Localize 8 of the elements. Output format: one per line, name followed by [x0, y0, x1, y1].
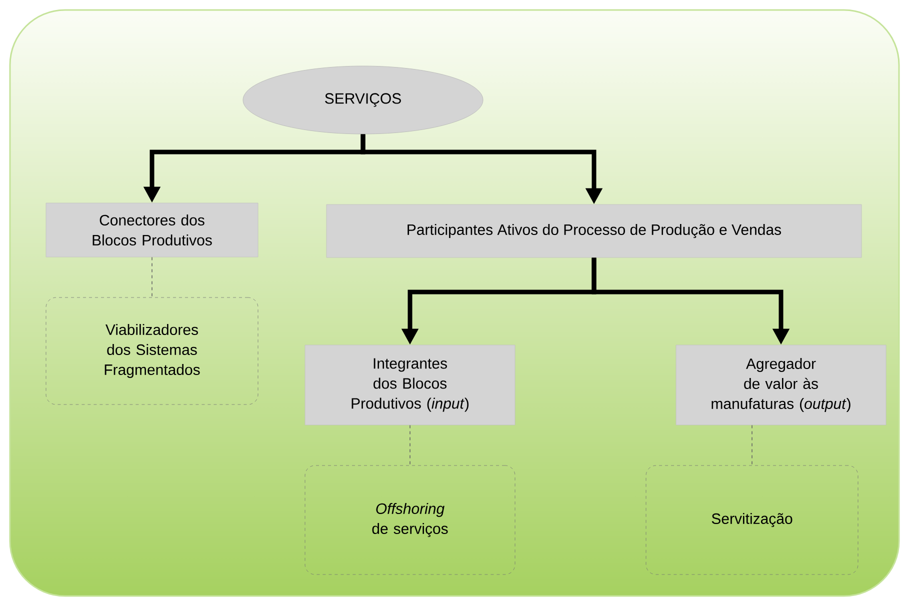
process-box: Conectores dos Blocos Produtivos: [46, 202, 258, 258]
process-box: Agregador de valor às manufaturas (output): [676, 344, 886, 426]
ellipse-node: SERVIÇOS: [242, 66, 484, 134]
dashed-box: Offshoring de serviços: [304, 465, 516, 575]
process-box: Participantes Ativos do Processo de Produção e Vendas: [326, 204, 862, 258]
dashed-box: Viabilizadores dos Sistemas Fragmentados: [46, 297, 258, 405]
dashed-box: Servitização: [646, 465, 858, 575]
process-box: Integrantes dos Blocos Produtivos (input): [304, 344, 516, 426]
